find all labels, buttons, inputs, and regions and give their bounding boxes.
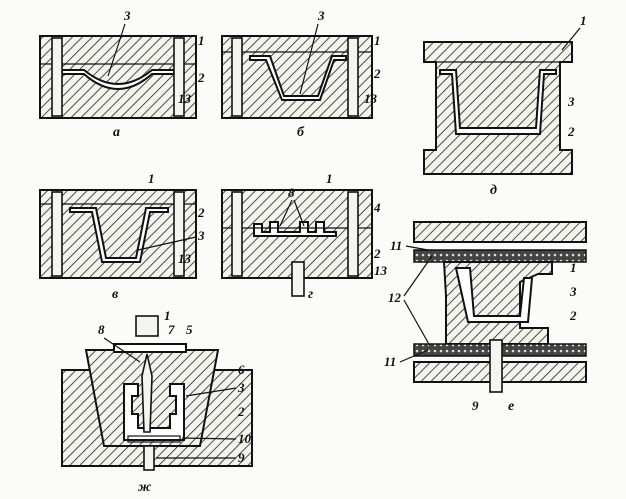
label-heater-e: 12 [388, 290, 402, 305]
leader-part-a [107, 23, 126, 77]
label-sprue-zh: 7 [168, 322, 175, 337]
leader-top-d [561, 27, 581, 51]
label-base-v: 13 [178, 251, 192, 266]
label-part-e: 3 [569, 284, 577, 299]
top-plate-e [413, 221, 587, 243]
panel-b: 3 1 2 13 б [221, 8, 381, 140]
mold-body-b [221, 35, 373, 119]
label-top-d: 1 [580, 13, 587, 28]
caption-d: д [490, 183, 497, 198]
part-cavity-e [454, 267, 534, 323]
label-cap-zh: 5 [186, 322, 193, 337]
guide-pin-left-a [51, 37, 63, 117]
label-base-g: 13 [374, 263, 388, 278]
caption-b: б [297, 125, 305, 140]
label-mid-a: 2 [197, 70, 205, 85]
sprue-pin-zh [141, 353, 153, 433]
label-mid-b: 2 [373, 66, 381, 81]
leader-insert-g-1 [279, 199, 293, 227]
guide-pin-right-g [347, 191, 359, 277]
part-cavity-d [439, 69, 557, 135]
label-mid-zh: 2 [237, 404, 245, 419]
leader-part-v [137, 236, 197, 251]
label-base-a: 13 [178, 91, 192, 106]
label-mid-v: 2 [197, 205, 205, 220]
leader-part-b [299, 23, 319, 95]
label-part-v: 3 [197, 228, 205, 243]
part-cavity-g [253, 221, 337, 237]
cap-zh [113, 343, 187, 353]
panel-e: 11 1 3 2 12 11 9 е [384, 221, 587, 414]
label-ejector-e: 9 [472, 398, 479, 413]
panel-d: 1 3 2 д [423, 13, 587, 198]
heater-top-e [413, 249, 587, 263]
leader-insert-zh [103, 337, 141, 363]
punch-top-zh [135, 315, 159, 337]
leader-heater-e-2 [403, 299, 431, 347]
caption-g: г [308, 287, 313, 302]
part-cavity-b [249, 55, 347, 101]
label-top-a: 1 [198, 33, 205, 48]
panel-g: 8 1 4 2 13 г [221, 171, 388, 302]
guide-pin-left-b [231, 37, 243, 117]
label-mid-e: 2 [569, 308, 577, 323]
leader-plate-bottom-e [399, 349, 429, 363]
ejector-pin-e [489, 339, 503, 393]
part-cavity-zh [123, 383, 185, 441]
guide-pin-left-v [51, 191, 63, 277]
label-ejector-zh: 9 [238, 450, 245, 465]
label-part-d: 3 [567, 94, 575, 109]
leader-plate-top-e [405, 245, 429, 251]
ejector-pin-zh [143, 445, 155, 471]
leader-core-zh [181, 437, 237, 440]
leader-heater-e-1 [403, 255, 433, 297]
core-plate-zh [127, 435, 181, 443]
guide-pin-right-b [347, 37, 359, 117]
panel-zh: 1 8 7 5 6 3 2 10 9 ж [61, 308, 253, 495]
ejector-pin-g [291, 261, 305, 297]
part-cavity-v [69, 207, 169, 263]
label-top-zh: 1 [164, 308, 171, 323]
label-insert-g: 8 [288, 185, 295, 200]
guide-pin-left-g [231, 191, 243, 277]
guide-pin-right-v [173, 191, 185, 277]
caption-e: е [508, 399, 514, 414]
caption-v: в [112, 287, 119, 302]
label-part-a: 3 [123, 8, 131, 23]
label-guide-g: 4 [373, 200, 381, 215]
leader-part-zh [185, 387, 237, 397]
label-base-b: 13 [364, 91, 378, 106]
caption-zh: ж [138, 480, 152, 495]
label-part-b: 3 [317, 8, 325, 23]
label-insert-zh: 8 [98, 322, 105, 337]
label-top-b: 1 [374, 33, 381, 48]
leader-insert-g-2 [293, 199, 305, 227]
label-mid-d: 2 [567, 124, 575, 139]
label-plate-top-e: 11 [390, 238, 402, 253]
label-top-v: 1 [148, 171, 155, 186]
label-top-g: 1 [326, 171, 333, 186]
mold-body-v [39, 189, 197, 279]
label-part-zh: 3 [237, 380, 245, 395]
label-mid-g: 2 [373, 246, 381, 261]
caption-a: а [113, 125, 120, 140]
label-top-e: 1 [570, 260, 577, 275]
panel-v: 1 2 3 13 в [39, 171, 205, 302]
mold-body-a [39, 35, 197, 119]
panel-a: 3 1 2 13 а [39, 8, 205, 140]
guide-pin-right-a [173, 37, 185, 117]
label-core-zh: 10 [238, 431, 252, 446]
label-plate-bottom-e: 11 [384, 354, 396, 369]
label-ring-zh: 6 [238, 362, 245, 377]
